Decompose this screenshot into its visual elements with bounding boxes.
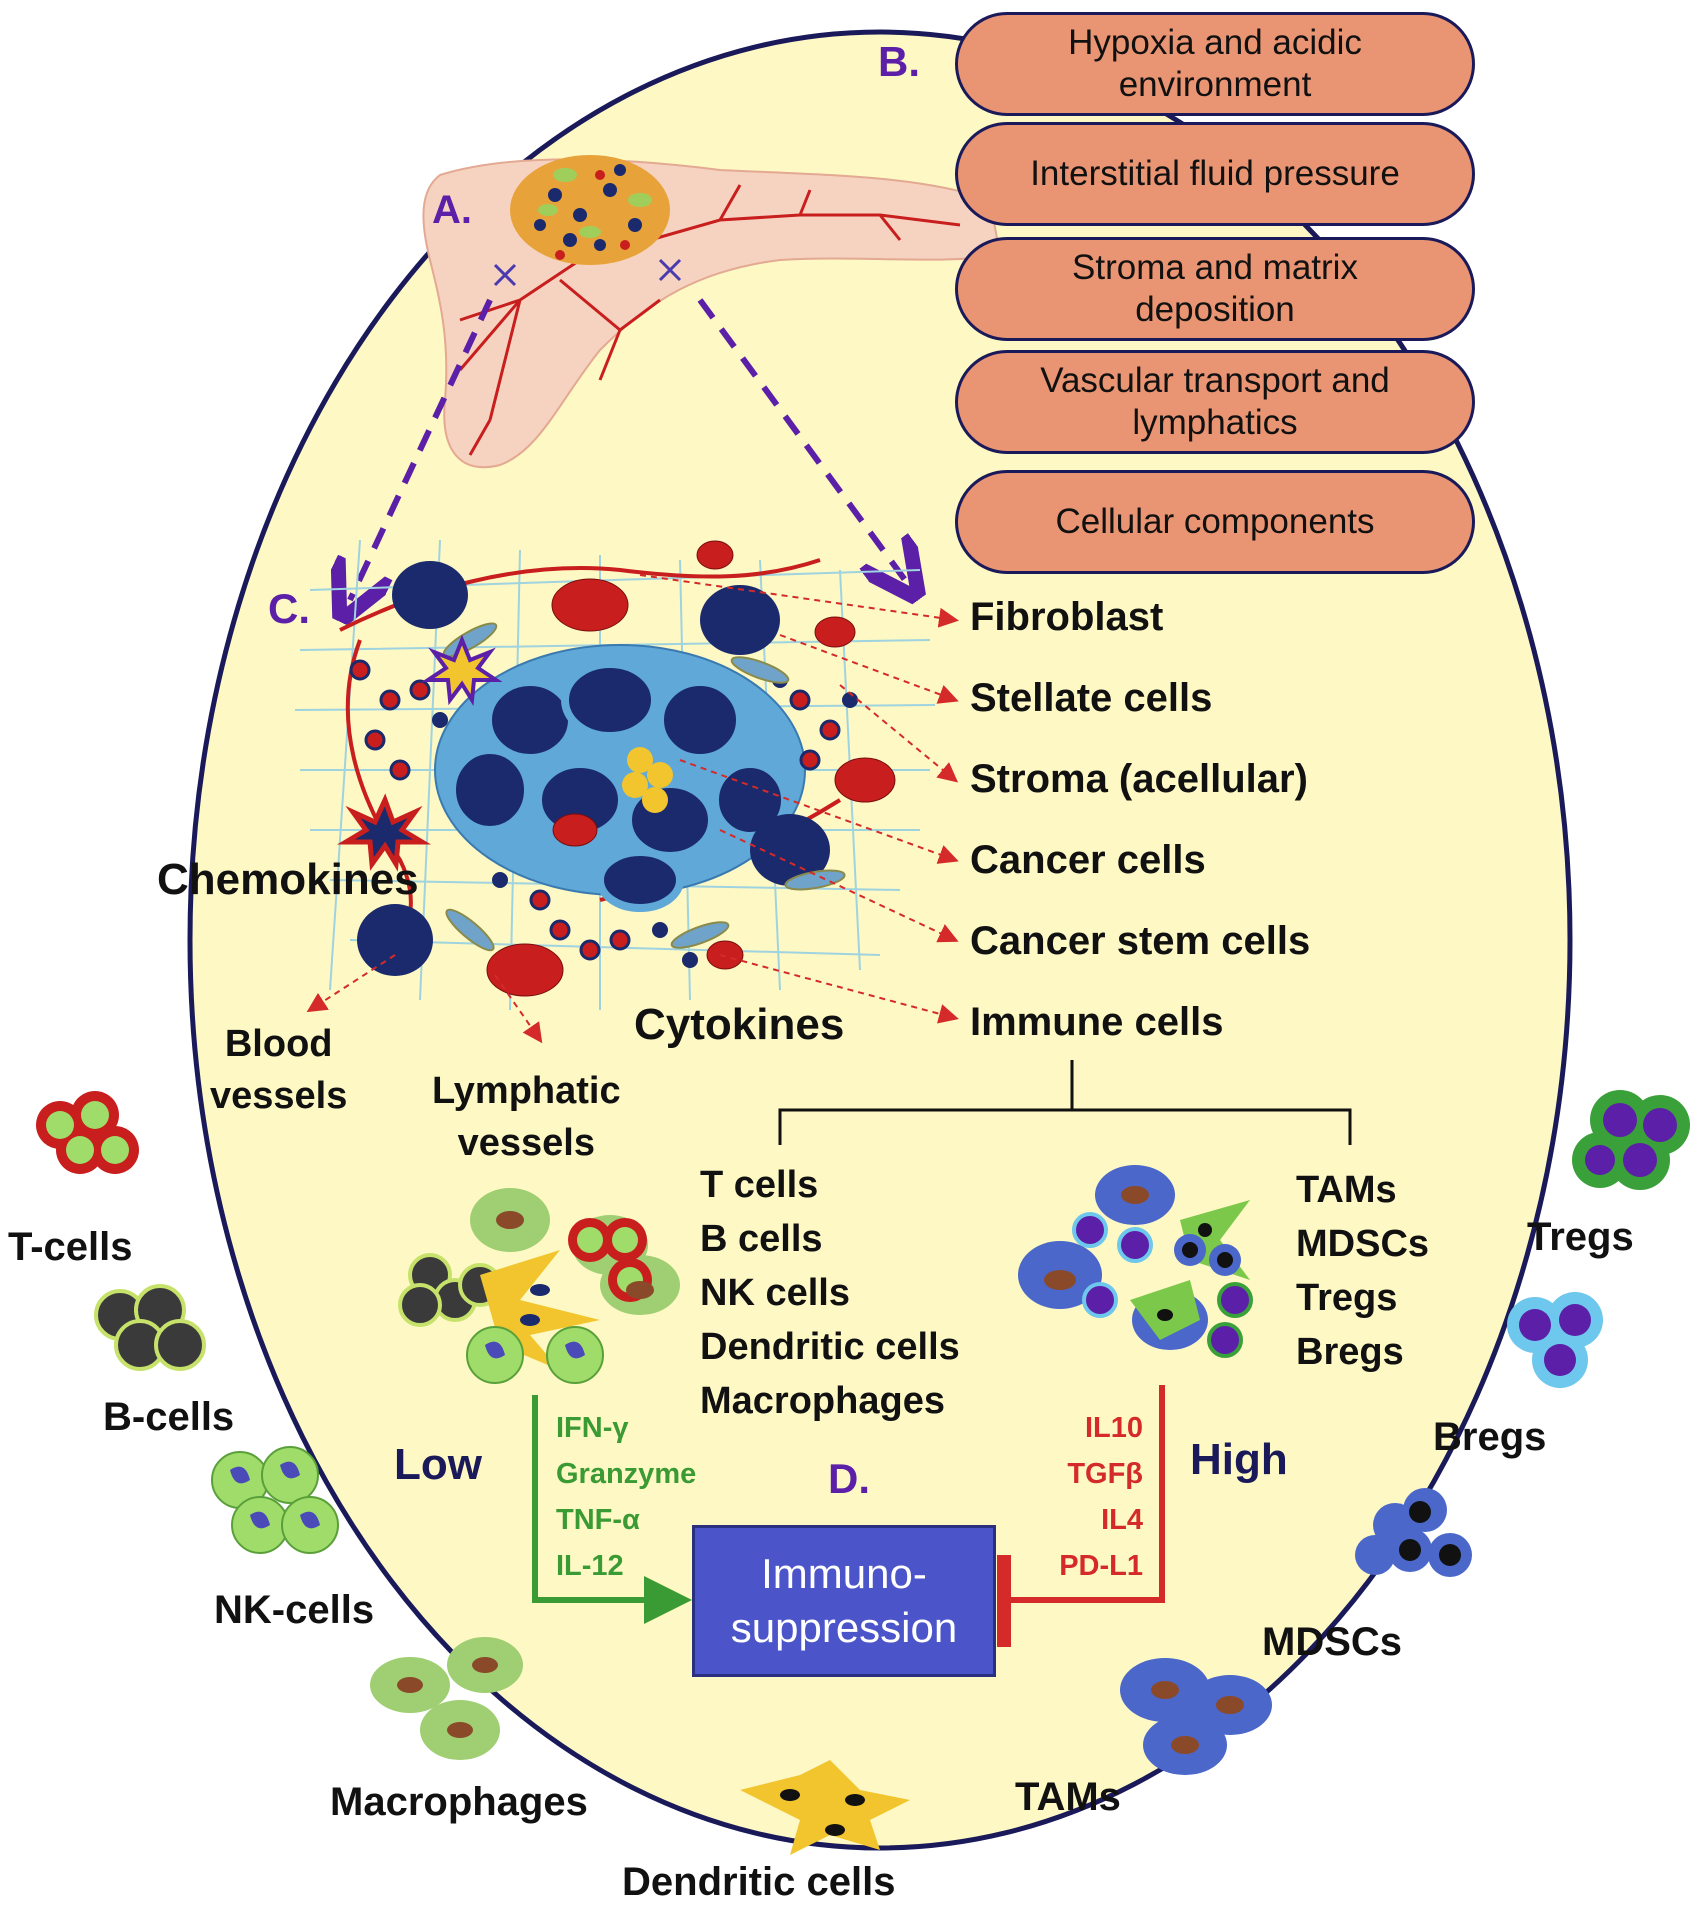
suppressive-factors: IL10 TGFβ IL4 PD-L1 bbox=[1025, 1405, 1143, 1589]
suppressor-tregs: Tregs bbox=[1296, 1277, 1398, 1319]
suppressor-mdscs: MDSCs bbox=[1296, 1223, 1430, 1265]
lymphatic-vessels-line1: Lymphatic bbox=[432, 1070, 621, 1112]
suppressor-cell-cluster bbox=[1018, 1165, 1253, 1358]
immunosuppression-box: Immuno- suppression bbox=[692, 1525, 996, 1677]
outside-tcells-icon bbox=[36, 1091, 139, 1174]
outside-mdscs-icon bbox=[1355, 1488, 1472, 1577]
suppressor-bregs: Bregs bbox=[1296, 1331, 1404, 1373]
outside-bregs-icon bbox=[1507, 1292, 1603, 1388]
factor-ifn-gamma: IFN-γ bbox=[556, 1412, 629, 1444]
lymphatic-vessels-label: Lymphatic vessels bbox=[432, 1065, 621, 1169]
effector-t-cells: T cells bbox=[700, 1164, 819, 1206]
activating-factors: IFN-γ Granzyme TNF-α IL-12 bbox=[556, 1405, 696, 1589]
factor-tnf-alpha: TNF-α bbox=[556, 1504, 640, 1536]
barrier-vascular-transport: Vascular transport and lymphatics bbox=[955, 350, 1475, 454]
factor-granzyme: Granzyme bbox=[556, 1458, 697, 1490]
label-d: D. bbox=[828, 1455, 870, 1502]
suppressor-tams: TAMs bbox=[1296, 1169, 1397, 1211]
cytokines-label: Cytokines bbox=[634, 1000, 845, 1049]
effector-b-cells: B cells bbox=[700, 1218, 823, 1260]
label-a: A. bbox=[432, 188, 472, 232]
component-stroma: Stroma (acellular) bbox=[970, 757, 1308, 801]
immune-bracket bbox=[778, 1060, 1352, 1145]
blood-vessels-label: Blood vessels bbox=[210, 1018, 347, 1122]
pancreas-organ bbox=[422, 155, 1002, 469]
outside-label-nkcells: NK-cells bbox=[214, 1588, 375, 1632]
component-fibroblast: Fibroblast bbox=[970, 595, 1164, 639]
label-b: B. bbox=[878, 38, 920, 85]
factor-pd-l1: PD-L1 bbox=[1059, 1550, 1143, 1582]
outside-label-tcells: T-cells bbox=[8, 1225, 133, 1269]
outside-macrophages-icon bbox=[370, 1637, 523, 1760]
outside-nkcells-icon bbox=[211, 1446, 339, 1554]
factor-il-12: IL-12 bbox=[556, 1550, 624, 1582]
outside-bcells-icon bbox=[94, 1284, 206, 1371]
component-immune-cells: Immune cells bbox=[970, 1000, 1224, 1044]
effector-nk-cells: NK cells bbox=[700, 1272, 850, 1314]
factor-il10: IL10 bbox=[1084, 1412, 1143, 1444]
factor-tgf-beta: TGFβ bbox=[1067, 1458, 1143, 1490]
low-label: Low bbox=[394, 1440, 482, 1489]
barrier-cellular-components: Cellular components bbox=[955, 470, 1475, 574]
red-inhibition-bar bbox=[997, 1555, 1011, 1647]
chemokines-label: Chemokines bbox=[157, 855, 419, 904]
suppressor-immune-list: TAMs MDSCs Tregs Bregs bbox=[1296, 1163, 1429, 1379]
outside-label-bcells: B-cells bbox=[103, 1395, 235, 1439]
outside-tams-icon bbox=[1120, 1658, 1272, 1775]
blood-vessels-line2: vessels bbox=[210, 1075, 348, 1117]
barrier-interstitial-pressure: Interstitial fluid pressure bbox=[955, 122, 1475, 226]
outside-label-tams: TAMs bbox=[1015, 1775, 1121, 1819]
starburst-yellow bbox=[421, 634, 503, 707]
high-label: High bbox=[1190, 1435, 1288, 1484]
outside-dendritic-icon bbox=[740, 1760, 910, 1855]
effector-cell-cluster bbox=[398, 1188, 680, 1384]
component-cancer-cells: Cancer cells bbox=[970, 838, 1206, 882]
component-stellate: Stellate cells bbox=[970, 676, 1213, 720]
effector-immune-list: T cells B cells NK cells Dendritic cells… bbox=[700, 1158, 960, 1428]
barrier-stroma-matrix: Stroma and matrix deposition bbox=[955, 237, 1475, 341]
factor-il4: IL4 bbox=[1101, 1504, 1143, 1536]
outside-tregs-icon bbox=[1572, 1090, 1690, 1190]
immunosuppression-line1: Immuno- bbox=[761, 1550, 927, 1597]
outside-label-dendritic: Dendritic cells bbox=[622, 1860, 896, 1904]
green-activation-arrow bbox=[532, 1395, 692, 1624]
lymphatic-vessels-line2: vessels bbox=[457, 1122, 595, 1164]
effector-dendritic-cells: Dendritic cells bbox=[700, 1326, 960, 1368]
outside-label-mdscs: MDSCs bbox=[1262, 1620, 1403, 1664]
label-c: C. bbox=[268, 585, 310, 632]
barrier-hypoxia: Hypoxia and acidic environment bbox=[955, 12, 1475, 116]
immunosuppression-line2: suppression bbox=[730, 1604, 958, 1651]
outside-label-bregs: Bregs bbox=[1433, 1415, 1547, 1459]
tumor-mass bbox=[510, 155, 670, 265]
blood-vessels-line1: Blood bbox=[224, 1023, 333, 1065]
red-inhibition-line bbox=[1010, 1385, 1165, 1603]
outside-label-tregs: Tregs bbox=[1527, 1215, 1634, 1259]
starburst-red bbox=[336, 793, 432, 872]
outside-label-macrophages: Macrophages bbox=[330, 1780, 588, 1824]
microenvironment-panel bbox=[294, 539, 959, 1044]
effector-macrophages: Macrophages bbox=[700, 1380, 945, 1422]
component-cancer-stem-cells: Cancer stem cells bbox=[970, 919, 1311, 963]
